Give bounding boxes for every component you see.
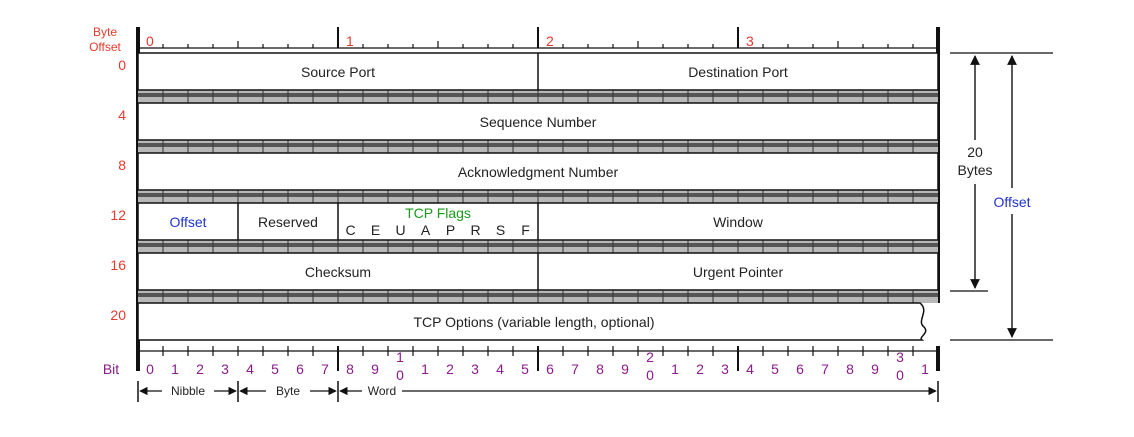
byte-mark-2: 2 [546,33,554,49]
bit-number-22: 2 [696,361,704,377]
bit-number-6: 6 [296,361,304,377]
tcp-flag-r: R [470,222,480,238]
bit-number-2: 2 [196,361,204,377]
bit-number-0: 0 [146,361,154,377]
tcp-flag-a: A [421,222,431,238]
header-size-value: 20 [967,144,983,160]
bit-number-23: 3 [721,361,729,377]
bit-number-18: 8 [596,361,604,377]
field-acknowledgment-number: Acknowledgment Number [458,164,619,180]
options-field-box [137,302,927,341]
header-row-0: 0 Source Port Destination Port [118,52,939,91]
row-offset-label: 12 [110,207,126,223]
bit-number-13: 3 [471,361,479,377]
field-offset: Offset [169,214,206,230]
offset-annotation-label: Offset [993,194,1030,210]
header-row-8: 8 Acknowledgment Number [118,152,939,191]
row-offset-label: 16 [110,257,126,273]
bit-number-20-tens: 2 [646,349,654,365]
bit-number-26: 6 [796,361,804,377]
nibble-label: Nibble [171,384,205,398]
row-separator-band-3 [138,240,938,253]
tcp-flag-c: C [345,222,355,238]
header-size-unit: Bytes [957,162,992,178]
bit-number-3: 3 [221,361,229,377]
header-rows: 0 Source Port Destination Port 4 Sequence Nu… [110,48,940,371]
bit-number-9: 9 [371,361,379,377]
field-destination-port: Destination Port [688,64,788,80]
bit-number-30-ones: 0 [896,367,904,383]
bit-number-31: 1 [921,361,929,377]
row-offset-label: 8 [118,157,126,173]
tcp-flag-u: U [395,222,405,238]
bit-number-29: 9 [871,361,879,377]
size-scale: Nibble Byte Word [137,381,939,402]
bit-number-7: 7 [321,361,329,377]
top-ruler [136,27,940,56]
bit-number-24: 4 [746,361,754,377]
header-row-16: 16 Checksum Urgent Pointer [110,252,939,291]
row-box [137,102,939,141]
bit-number-4: 4 [246,361,254,377]
byte-mark-0: 0 [146,33,154,49]
bit-number-11: 1 [421,361,429,377]
field-urgent-pointer: Urgent Pointer [693,264,784,280]
row-separator-band-0 [138,90,938,103]
row-box [137,152,939,191]
bit-number-20-ones: 0 [646,367,654,383]
row-separator-band-1 [138,140,938,153]
header-row-4: 4 Sequence Number [118,102,939,141]
field-tcp-options-variable-length-optional: TCP Options (variable length, optional) [414,314,655,330]
tcp-flag-f: F [521,222,530,238]
header-row-20: 20 TCP Options (variable length, optional… [110,302,927,341]
byte-mark-1: 1 [346,33,354,49]
bit-number-30-tens: 3 [896,349,904,365]
bit-number-27: 7 [821,361,829,377]
field-source-port: Source Port [301,64,375,80]
field-window: Window [713,214,764,230]
bit-number-5: 5 [271,361,279,377]
bit-number-19: 9 [621,361,629,377]
bit-number-1: 1 [171,361,179,377]
bit-number-17: 7 [571,361,579,377]
row-offset-label: 0 [118,57,126,73]
byte-offset-label-line2: Offset [89,40,121,54]
size-annotations: 20 Bytes Offset [950,52,1053,341]
row-offset-label: 4 [118,107,126,123]
bottom-ruler [136,346,940,371]
bit-number-10-tens: 1 [396,349,404,365]
byte-label: Byte [276,384,300,398]
byte-mark-3: 3 [746,33,754,49]
bit-axis-label: Bit [103,361,119,377]
bit-number-25: 5 [771,361,779,377]
byte-offset-label-line1: Byte [93,25,117,39]
word-label: Word [368,384,396,398]
tcp-flag-p: P [446,222,455,238]
bit-number-12: 2 [446,361,454,377]
bit-number-15: 5 [521,361,529,377]
bit-number-16: 6 [546,361,554,377]
tcp-flag-e: E [371,222,380,238]
field-sequence-number: Sequence Number [480,114,597,130]
row-separator-band-4 [138,290,938,303]
field-checksum: Checksum [305,264,371,280]
bit-number-21: 1 [671,361,679,377]
bit-number-8: 8 [346,361,354,377]
tcp-flag-s: S [496,222,505,238]
bit-number-14: 4 [496,361,504,377]
bit-number-10-ones: 0 [396,367,404,383]
row-separator-band-2 [138,190,938,203]
byte-offset-header: Byte Offset 0 1 2 3 [89,25,754,54]
field-reserved: Reserved [258,214,318,230]
row-offset-label: 20 [110,307,126,323]
bit-number-28: 8 [846,361,854,377]
field-tcp-flags: TCP Flags [405,205,471,221]
